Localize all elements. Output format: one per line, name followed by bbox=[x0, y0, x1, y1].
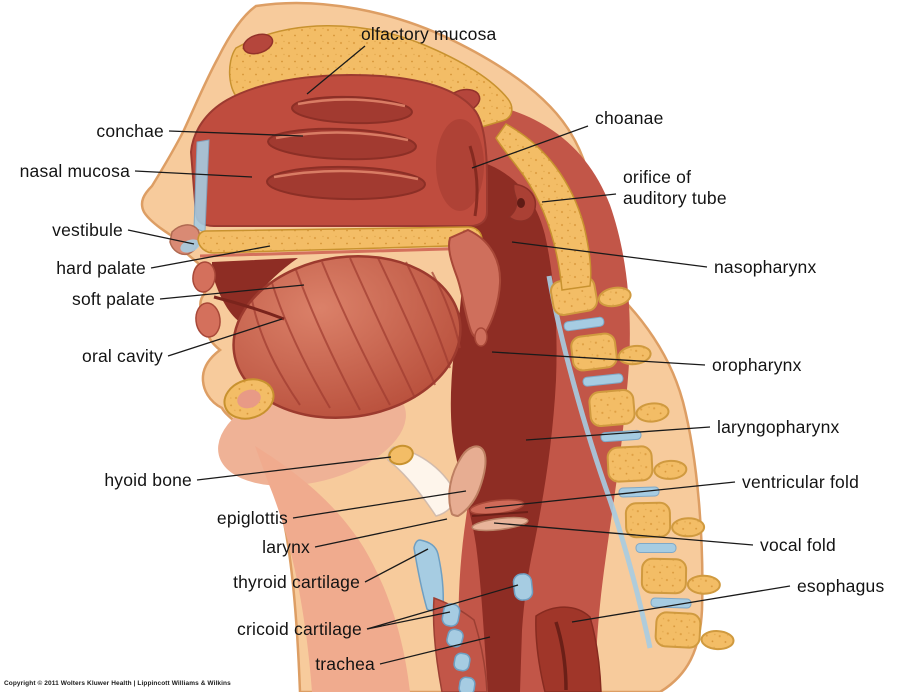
leader-line bbox=[292, 490, 467, 519]
middle-concha bbox=[267, 127, 417, 161]
copyright-text: Copyright © 2011 Wolters Kluwer Health |… bbox=[4, 680, 231, 687]
disc bbox=[650, 597, 692, 609]
leader-line bbox=[366, 584, 519, 630]
laryngeal-ventricle bbox=[471, 511, 529, 517]
leader-line bbox=[541, 193, 617, 203]
vertebra-process bbox=[597, 286, 632, 308]
trachea-ring bbox=[458, 676, 476, 692]
esophagus-shape bbox=[535, 606, 602, 692]
vertebra-body bbox=[624, 501, 672, 539]
tongue-striation bbox=[431, 271, 461, 349]
label-olfactory-mucosa: olfactory mucosa bbox=[361, 24, 497, 44]
label-oral-cavity: oral cavity bbox=[82, 346, 163, 366]
vertebra-body bbox=[640, 557, 688, 595]
vertebra-process bbox=[700, 630, 735, 651]
leader-line bbox=[471, 125, 589, 169]
label-laryngopharynx: laryngopharynx bbox=[717, 417, 840, 437]
tongue-striation bbox=[321, 261, 391, 406]
label-ventricular-fold: ventricular fold bbox=[742, 472, 860, 492]
upper-lip bbox=[192, 261, 216, 293]
esophagus-lumen bbox=[554, 621, 568, 691]
leader-line bbox=[167, 318, 283, 357]
neck-muscle-front bbox=[255, 446, 410, 692]
tongue-striation bbox=[349, 257, 416, 399]
label-orifice-of-auditory-tube: orifice of auditory tube bbox=[623, 167, 727, 208]
label-thyroid-cartilage: thyroid cartilage bbox=[233, 572, 360, 592]
vertebral-column bbox=[549, 276, 735, 651]
tongue-striation bbox=[405, 261, 451, 369]
leader-line bbox=[314, 518, 448, 548]
leader-line bbox=[366, 611, 451, 630]
leader-line bbox=[134, 170, 253, 178]
disc bbox=[635, 543, 677, 553]
label-nasal-mucosa: nasal mucosa bbox=[19, 161, 130, 181]
cricoid-cartilage-posterior bbox=[512, 573, 534, 601]
label-hyoid-bone: hyoid bone bbox=[104, 470, 192, 490]
vertebra-process bbox=[686, 574, 721, 595]
auditory-tube-opening bbox=[517, 198, 525, 208]
label-trachea: trachea bbox=[315, 654, 375, 674]
vertebra-body bbox=[654, 611, 702, 649]
leader-lines bbox=[127, 45, 791, 665]
leader-line bbox=[306, 45, 366, 95]
label-vocal-fold: vocal fold bbox=[760, 535, 836, 555]
inferior-concha bbox=[266, 165, 426, 201]
tracheal-rings bbox=[446, 628, 476, 692]
label-choanae: choanae bbox=[595, 108, 664, 128]
concha-highlight bbox=[297, 98, 406, 108]
prevertebral-fascia bbox=[546, 275, 653, 649]
bone-marrow-space bbox=[242, 33, 274, 55]
leader-line bbox=[159, 284, 305, 300]
leader-line bbox=[364, 548, 429, 583]
leader-line bbox=[196, 456, 392, 481]
tongue bbox=[232, 254, 462, 420]
tongue-striation bbox=[377, 257, 436, 386]
leader-line bbox=[491, 351, 706, 366]
label-cricoid-cartilage: cricoid cartilage bbox=[237, 619, 362, 639]
vertebra-body bbox=[588, 388, 636, 428]
leader-line bbox=[150, 245, 271, 269]
leader-line bbox=[484, 481, 736, 509]
label-nasopharynx: nasopharynx bbox=[714, 257, 817, 277]
palate-mucosa-line bbox=[199, 246, 481, 258]
epiglottis-shape bbox=[448, 445, 487, 518]
label-vestibule: vestibule bbox=[52, 220, 123, 240]
leader-line bbox=[571, 585, 791, 623]
leader-line bbox=[379, 636, 491, 665]
vertebra-process bbox=[653, 459, 688, 480]
label-soft-palate: soft palate bbox=[72, 289, 155, 309]
vertebra-body bbox=[606, 445, 654, 483]
mandible-marrow bbox=[237, 389, 261, 409]
concha-highlight bbox=[273, 169, 419, 181]
label-oropharynx: oropharynx bbox=[712, 355, 802, 375]
label-larynx: larynx bbox=[262, 537, 310, 557]
vertebra-body bbox=[570, 332, 618, 372]
tongue-striation bbox=[271, 282, 331, 409]
disc bbox=[563, 316, 605, 332]
vertebra-process bbox=[635, 402, 670, 423]
label-esophagus: esophagus bbox=[797, 576, 885, 596]
label-epiglottis: epiglottis bbox=[216, 508, 288, 528]
uvula bbox=[474, 327, 488, 347]
oral-fissure bbox=[213, 295, 285, 321]
label-hard-palate: hard palate bbox=[56, 258, 146, 278]
leader-line bbox=[168, 130, 304, 137]
leader-line bbox=[525, 426, 711, 441]
superior-concha bbox=[291, 95, 413, 125]
vertebra-process bbox=[671, 517, 706, 538]
nasal-cavity-shadow bbox=[436, 119, 484, 211]
lower-lip bbox=[195, 302, 221, 338]
choanae-opening bbox=[468, 145, 479, 217]
label-conchae: conchae bbox=[96, 121, 164, 141]
disc bbox=[582, 373, 624, 387]
trachea-ring bbox=[453, 652, 471, 672]
tongue-striation bbox=[251, 299, 301, 406]
leader-line bbox=[127, 229, 195, 245]
leader-line bbox=[511, 241, 708, 268]
hyoid-bone-shape bbox=[388, 444, 414, 466]
leader-line bbox=[493, 522, 754, 546]
